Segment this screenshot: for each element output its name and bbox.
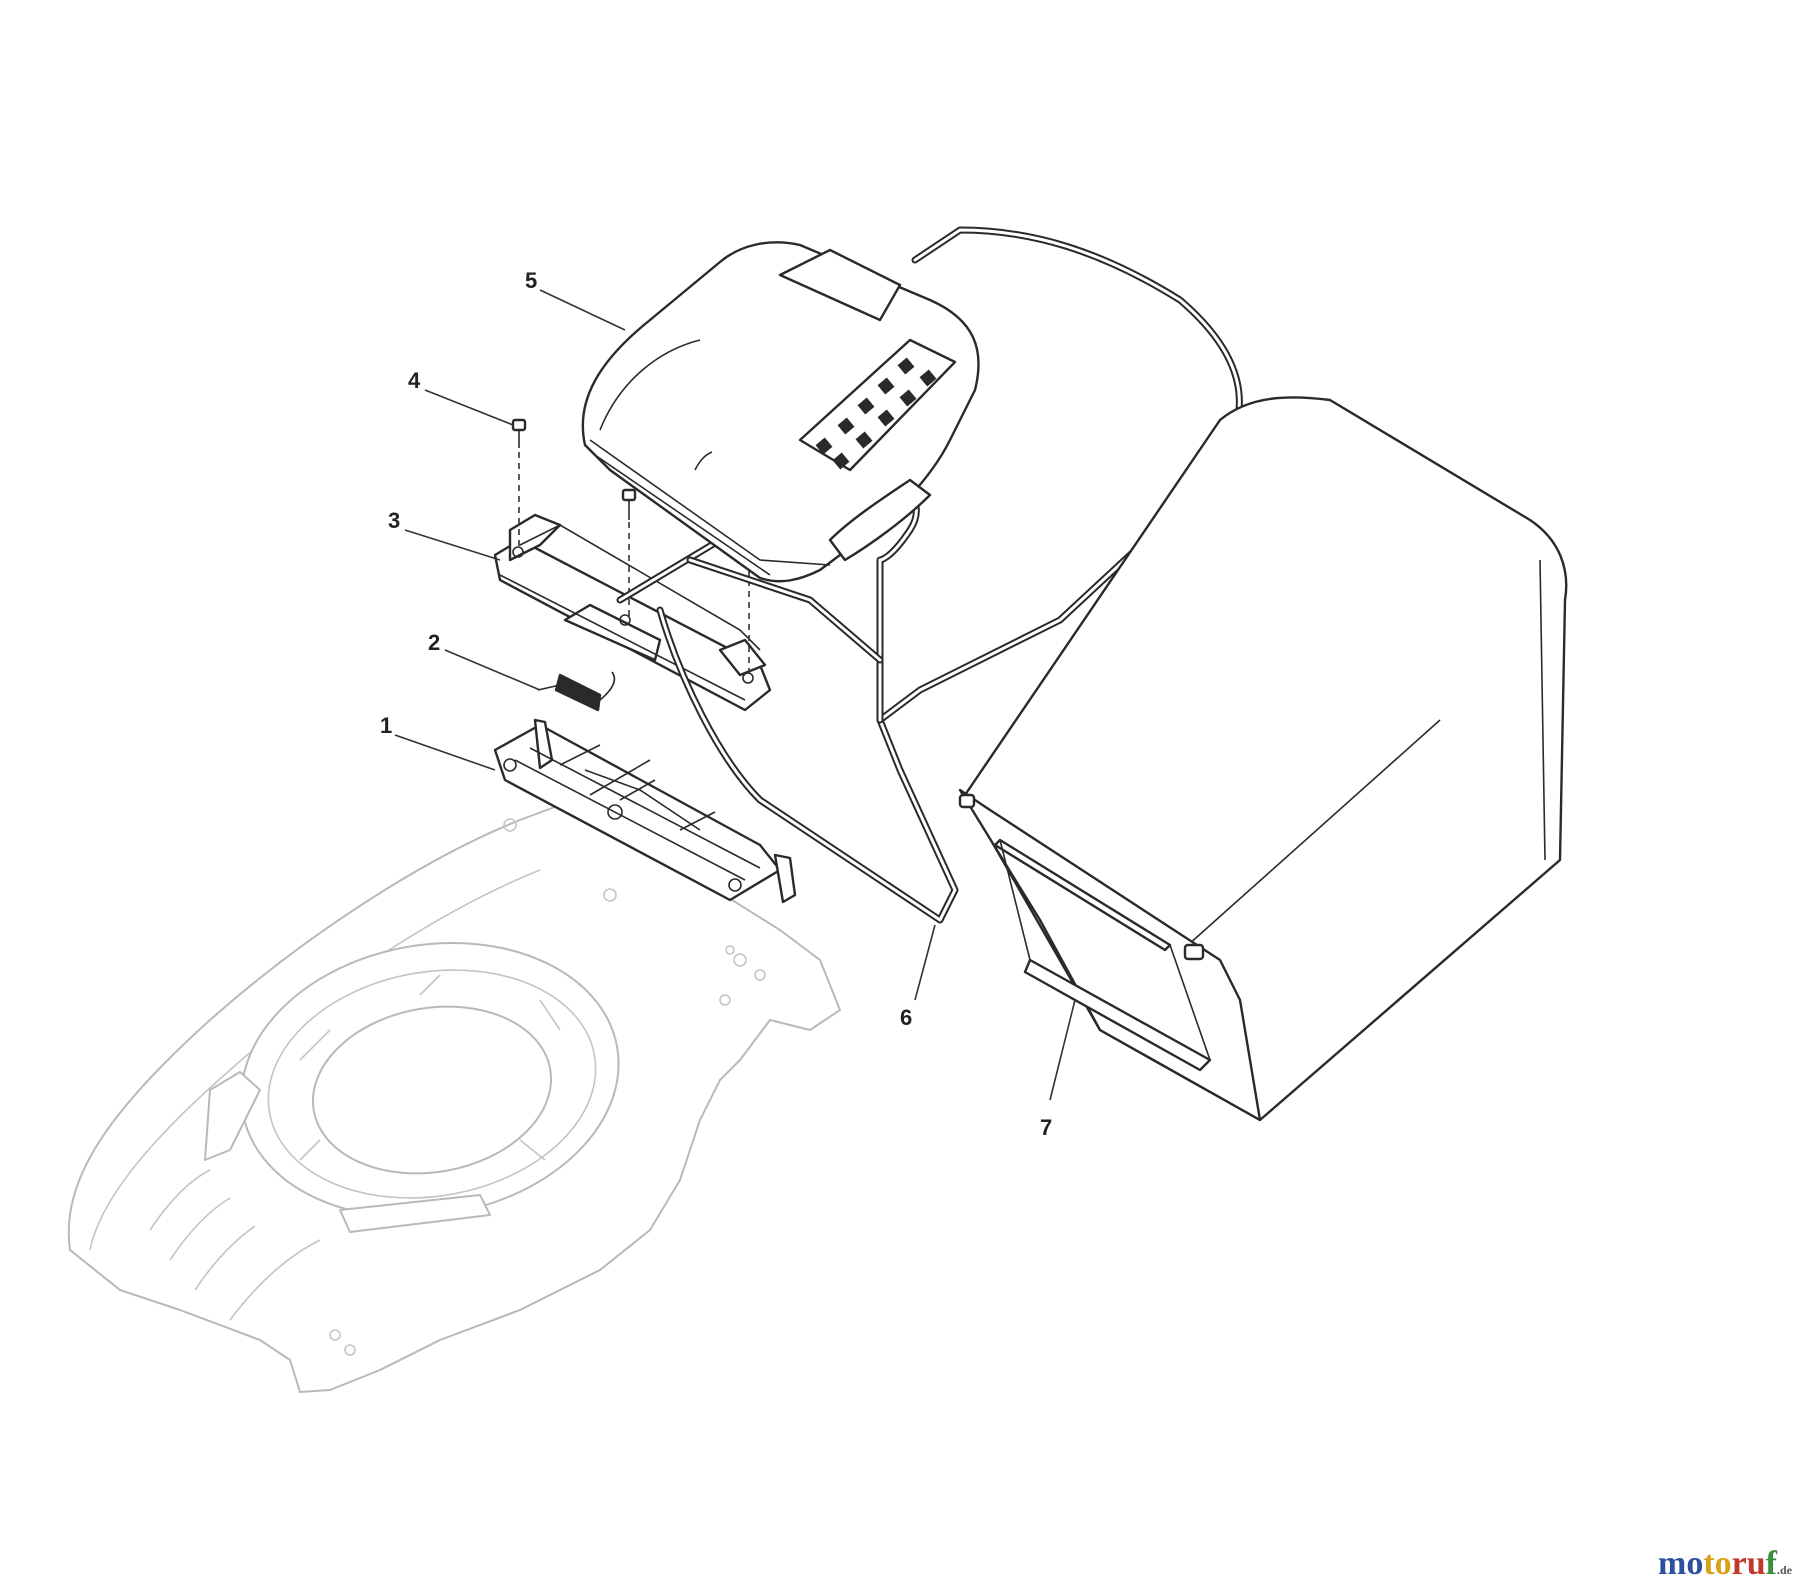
callout-2: 2 (428, 630, 440, 655)
watermark-part-1: mo (1658, 1545, 1704, 1582)
leader-4 (424, 389, 514, 426)
watermark-part-2: to (1703, 1545, 1732, 1582)
motoruf-watermark: motoruf.de (1658, 1545, 1792, 1583)
callout-7: 7 (1040, 1115, 1052, 1140)
callout-4: 4 (408, 368, 421, 393)
part-7-grass-bag (958, 396, 1568, 1122)
leader-1 (394, 734, 496, 771)
callout-labels: 1 2 3 4 5 6 7 (380, 268, 1052, 1140)
watermark-part-3: ru (1731, 1545, 1766, 1582)
leader-3 (404, 529, 501, 561)
part-5-cover-lid (581, 241, 980, 583)
callout-3: 3 (388, 508, 400, 533)
mower-deck (67, 804, 841, 1393)
part-1-hinge-bracket (493, 718, 797, 904)
leader-5 (539, 289, 626, 331)
watermark-part-4: f (1765, 1545, 1777, 1582)
watermark-tld: .de (1777, 1563, 1792, 1577)
leader-2 (444, 649, 541, 691)
callout-5: 5 (525, 268, 537, 293)
leader-6 (914, 924, 936, 1001)
leader-lines (394, 289, 1076, 1101)
leader-7 (1049, 999, 1076, 1101)
callout-1: 1 (380, 713, 392, 738)
part-3-hinge-bar (493, 513, 772, 712)
part-2-spring (537, 671, 616, 712)
callout-6: 6 (900, 1005, 912, 1030)
